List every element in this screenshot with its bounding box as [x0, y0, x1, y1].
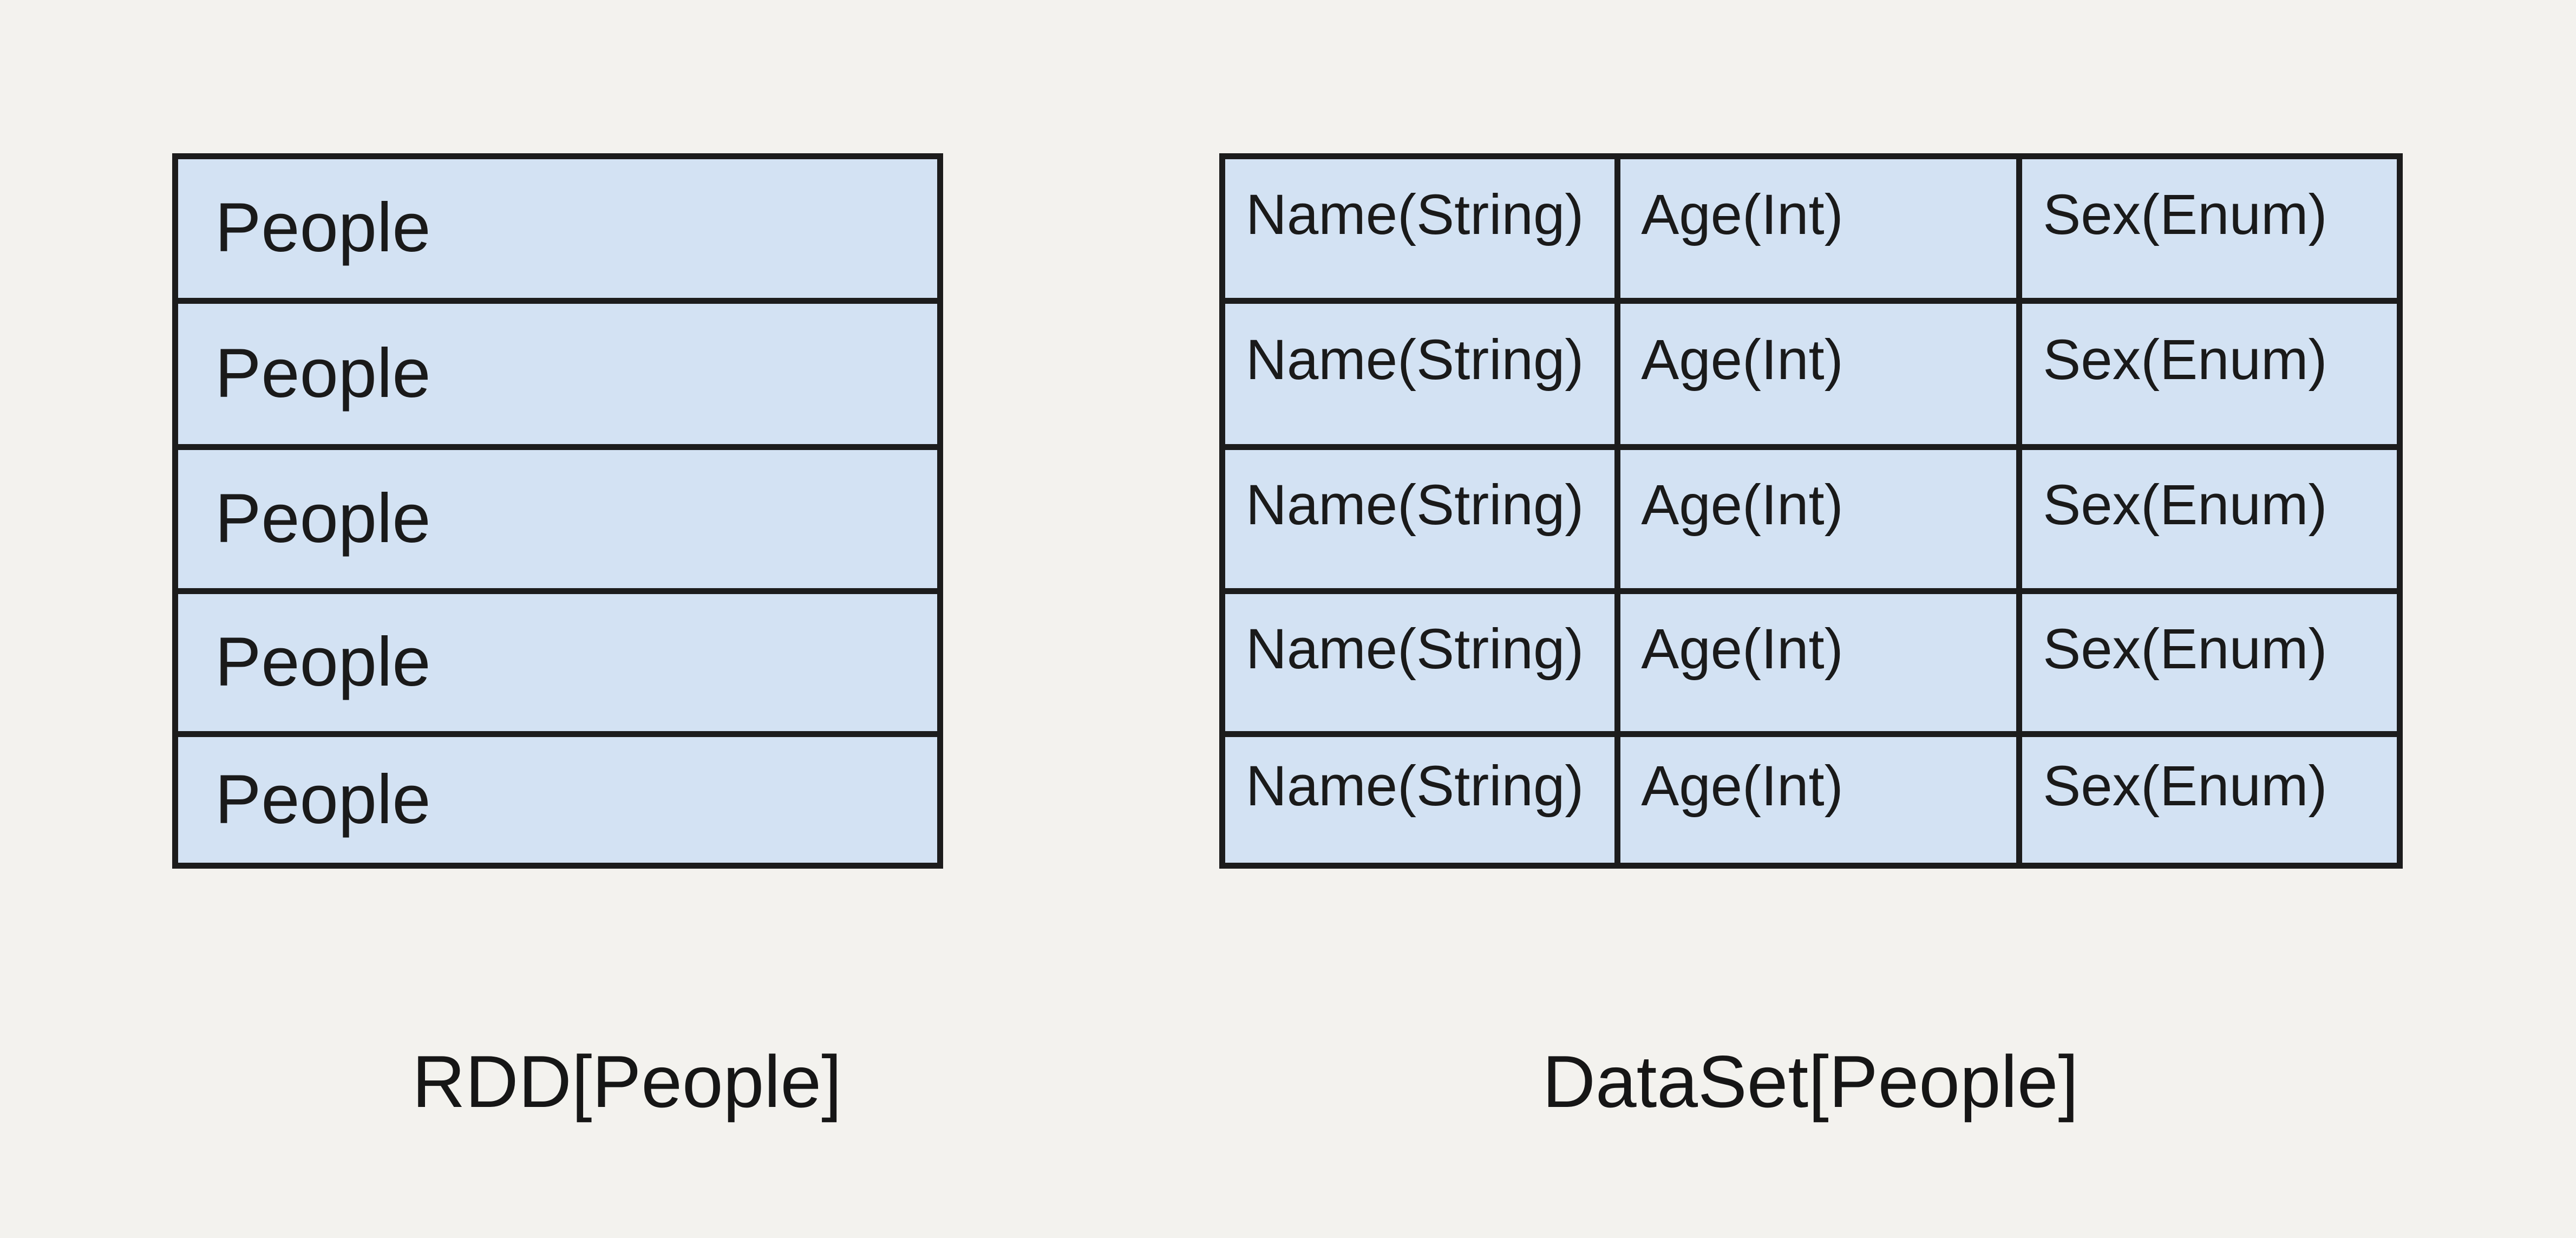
- rdd-row-label: People: [215, 334, 431, 412]
- rdd-row: People: [178, 588, 937, 732]
- dataset-cell-age: Age(Int): [1614, 594, 2016, 732]
- dataset-row: Name(String) Age(Int) Sex(Enum): [1225, 159, 2397, 298]
- rdd-row-label: People: [215, 623, 431, 701]
- rdd-row-label: People: [215, 760, 431, 838]
- dataset-cell-age: Age(Int): [1614, 449, 2016, 588]
- dataset-row: Name(String) Age(Int) Sex(Enum): [1225, 588, 2397, 732]
- dataset-cell-sex: Sex(Enum): [2016, 159, 2397, 298]
- dataset-row: Name(String) Age(Int) Sex(Enum): [1225, 731, 2397, 863]
- dataset-row: Name(String) Age(Int) Sex(Enum): [1225, 444, 2397, 588]
- dataset-cell-name: Name(String): [1246, 183, 1584, 247]
- dataset-cell-name: Name(String): [1246, 754, 1584, 818]
- rdd-row-label: People: [215, 189, 431, 267]
- rdd-table: People People People People People: [172, 153, 943, 869]
- rdd-row-label: People: [215, 479, 431, 557]
- dataset-cell-sex: Sex(Enum): [2016, 594, 2397, 732]
- rdd-caption: RDD[People]: [412, 1040, 842, 1123]
- dataset-cell-name: Name(String): [1246, 328, 1584, 392]
- rdd-row: People: [178, 297, 937, 444]
- rdd-row: People: [178, 731, 937, 863]
- dataset-row: Name(String) Age(Int) Sex(Enum): [1225, 297, 2397, 444]
- dataset-cell-age: Age(Int): [1614, 303, 2016, 444]
- dataset-cell-name: Name(String): [1246, 473, 1584, 537]
- dataset-cell-sex: Sex(Enum): [2016, 449, 2397, 588]
- dataset-cell-sex: Sex(Enum): [2016, 737, 2397, 863]
- dataset-cell-age: Age(Int): [1614, 159, 2016, 298]
- dataset-cell-age: Age(Int): [1614, 737, 2016, 863]
- dataset-caption: DataSet[People]: [1542, 1040, 2079, 1123]
- dataset-table: Name(String) Age(Int) Sex(Enum) Name(Str…: [1219, 153, 2403, 869]
- dataset-cell-name: Name(String): [1246, 617, 1584, 681]
- rdd-row: People: [178, 159, 937, 298]
- rdd-row: People: [178, 444, 937, 588]
- dataset-cell-sex: Sex(Enum): [2016, 303, 2397, 444]
